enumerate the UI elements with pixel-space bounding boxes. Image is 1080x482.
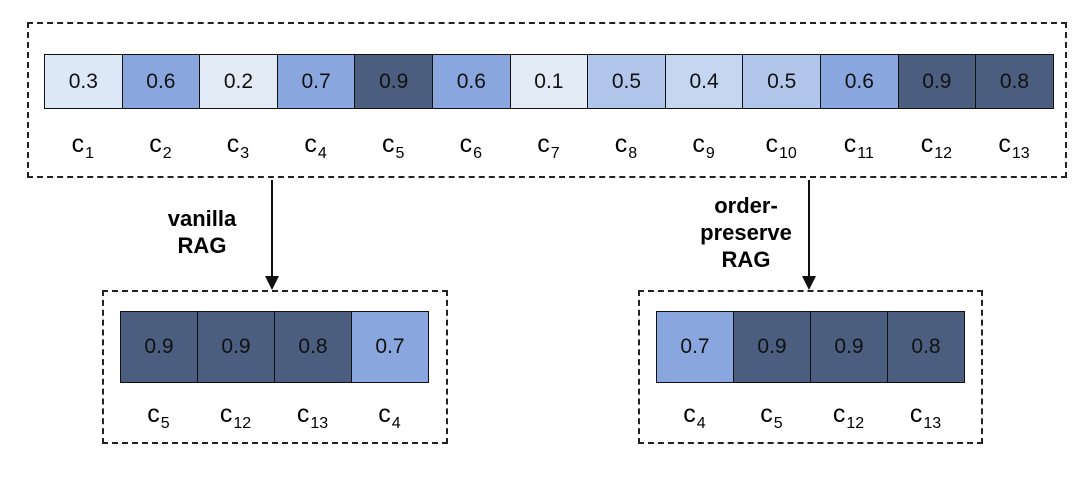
- chunk-score-cell: 0.2: [199, 54, 278, 109]
- vanilla-arrow-head: [265, 276, 279, 290]
- order-preserve-arrow-shaft: [808, 180, 810, 276]
- order-preserve-caption-line2: preserve: [700, 220, 792, 245]
- chunk-label-index: 4: [391, 415, 401, 432]
- chunk-label: c12: [896, 130, 976, 163]
- chunk-label: c4: [276, 130, 356, 163]
- chunk-score-cell: 0.6: [432, 54, 511, 109]
- chunk-score-cell: 0.9: [120, 311, 198, 383]
- chunk-label: c9: [664, 130, 744, 163]
- chunk-label: c10: [741, 130, 821, 163]
- chunk-label: c13: [974, 130, 1054, 163]
- chunk-label: c5: [353, 130, 433, 163]
- chunk-label-index: 10: [779, 145, 797, 162]
- chunk-label-letter: c: [304, 130, 317, 158]
- chunk-label-index: 5: [395, 145, 405, 162]
- chunk-score-cell: 0.4: [664, 54, 744, 109]
- vanilla-arrow-shaft: [271, 180, 273, 276]
- vanilla-result-frame: [102, 290, 448, 444]
- chunk-label: c11: [819, 130, 899, 163]
- chunk-label-letter: c: [147, 400, 160, 428]
- chunk-label-letter: c: [537, 130, 550, 158]
- chunk-label-index: 1: [85, 145, 94, 162]
- chunk-label-letter: c: [760, 400, 773, 428]
- chunk-label-letter: c: [296, 400, 310, 428]
- chunk-label-index: 4: [317, 145, 327, 162]
- vanilla-rag-caption: vanilla RAG: [152, 205, 252, 259]
- chunk-score-cell: 0.7: [276, 54, 356, 109]
- chunk-label: c4: [655, 400, 735, 433]
- chunk-label: c5: [732, 400, 812, 433]
- chunk-label: c13: [273, 400, 353, 433]
- chunk-label-index: 5: [773, 415, 783, 432]
- chunk-label: c12: [196, 400, 276, 433]
- chunk-label-letter: c: [614, 130, 628, 158]
- chunk-score-cell: 0.7: [656, 311, 734, 383]
- chunk-label: c3: [198, 130, 278, 163]
- chunk-label-index: 12: [846, 415, 865, 432]
- chunk-label-index: 11: [857, 145, 874, 162]
- chunk-score-cell: 0.6: [121, 54, 201, 109]
- chunk-score-cell: 0.8: [975, 54, 1054, 109]
- chunk-label-letter: c: [998, 130, 1011, 158]
- chunk-label-index: 13: [310, 415, 329, 432]
- chunk-label-index: 12: [934, 145, 953, 162]
- chunk-label: c7: [508, 130, 588, 163]
- chunk-label-letter: c: [692, 130, 705, 158]
- chunk-label-letter: c: [920, 130, 934, 158]
- chunk-label-index: 8: [628, 145, 638, 162]
- chunk-label: c13: [886, 400, 966, 433]
- chunk-label: c2: [120, 130, 200, 163]
- chunk-label-index: 7: [550, 145, 560, 162]
- chunk-label-letter: c: [683, 400, 696, 428]
- chunk-score-cell: 0.7: [351, 311, 429, 383]
- chunk-score-cell: 0.9: [354, 54, 433, 109]
- chunk-score-cell: 0.8: [887, 311, 965, 383]
- chunk-label: c12: [809, 400, 889, 433]
- chunk-score-cell: 0.6: [820, 54, 899, 109]
- chunk-label-index: 2: [162, 145, 172, 162]
- chunk-label-letter: c: [219, 400, 233, 428]
- order-preserve-result-frame: [638, 290, 983, 444]
- chunk-label-letter: c: [459, 130, 473, 158]
- chunk-label-letter: c: [381, 130, 395, 158]
- chunk-label-index: 13: [1011, 145, 1030, 162]
- chunk-label-index: 13: [923, 415, 942, 432]
- chunk-score-cell: 0.5: [742, 54, 821, 109]
- chunk-score-cell: 0.9: [197, 311, 275, 383]
- chunk-label-index: 5: [160, 415, 170, 432]
- chunk-label-letter: c: [909, 400, 923, 428]
- chunk-label-index: 9: [705, 145, 715, 162]
- vanilla-caption-line1: vanilla: [167, 206, 237, 231]
- order-preserve-caption-line1: order-: [714, 193, 778, 218]
- chunk-label-letter: c: [765, 130, 779, 158]
- chunk-label: c6: [431, 130, 511, 163]
- order-preserve-caption-line3: RAG: [721, 247, 771, 272]
- chunk-score-cell: 0.9: [810, 311, 888, 383]
- chunk-label-letter: c: [226, 130, 240, 158]
- chunk-label-index: 3: [240, 145, 250, 162]
- chunk-score-cell: 0.1: [509, 54, 589, 109]
- chunk-label-letter: c: [71, 130, 85, 158]
- chunk-label: c8: [586, 130, 666, 163]
- chunk-label-index: 4: [696, 415, 706, 432]
- order-preserve-rag-caption: order- preserve RAG: [686, 192, 806, 273]
- chunk-score-cell: 0.3: [44, 54, 123, 109]
- chunk-label-letter: c: [843, 130, 857, 158]
- chunk-label-letter: c: [149, 130, 162, 158]
- order-preserve-arrow-head: [802, 276, 816, 290]
- chunk-score-cell: 0.5: [587, 54, 666, 109]
- chunk-label: c1: [43, 130, 123, 163]
- vanilla-caption-line2: RAG: [177, 233, 227, 258]
- chunk-label-letter: c: [832, 400, 846, 428]
- chunk-score-cell: 0.8: [274, 311, 352, 383]
- chunk-label-letter: c: [378, 400, 391, 428]
- chunk-score-cell: 0.9: [733, 311, 811, 383]
- all-chunks-frame: [27, 22, 1067, 178]
- chunk-label-index: 6: [473, 145, 482, 162]
- chunk-label-index: 12: [233, 415, 252, 432]
- chunk-label: c5: [119, 400, 199, 433]
- chunk-label: c4: [350, 400, 430, 433]
- chunk-score-cell: 0.9: [897, 54, 977, 109]
